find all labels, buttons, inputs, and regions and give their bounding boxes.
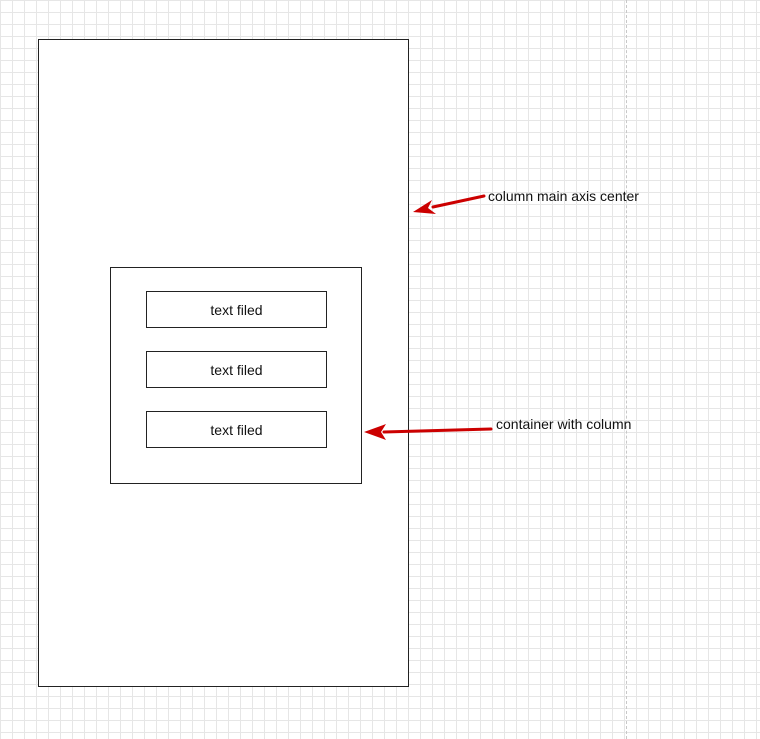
text-field-3: text filed [146,411,327,448]
container-annotation: container with column [496,416,632,432]
page-guide-line [626,0,627,739]
main-axis-annotation: column main axis center [488,188,639,204]
text-field-1: text filed [146,291,327,328]
text-field-label: text filed [210,421,263,438]
text-field-label: text filed [210,301,263,318]
text-field-label: text filed [210,361,263,378]
text-field-2: text filed [146,351,327,388]
main-axis-arrow [413,194,486,214]
